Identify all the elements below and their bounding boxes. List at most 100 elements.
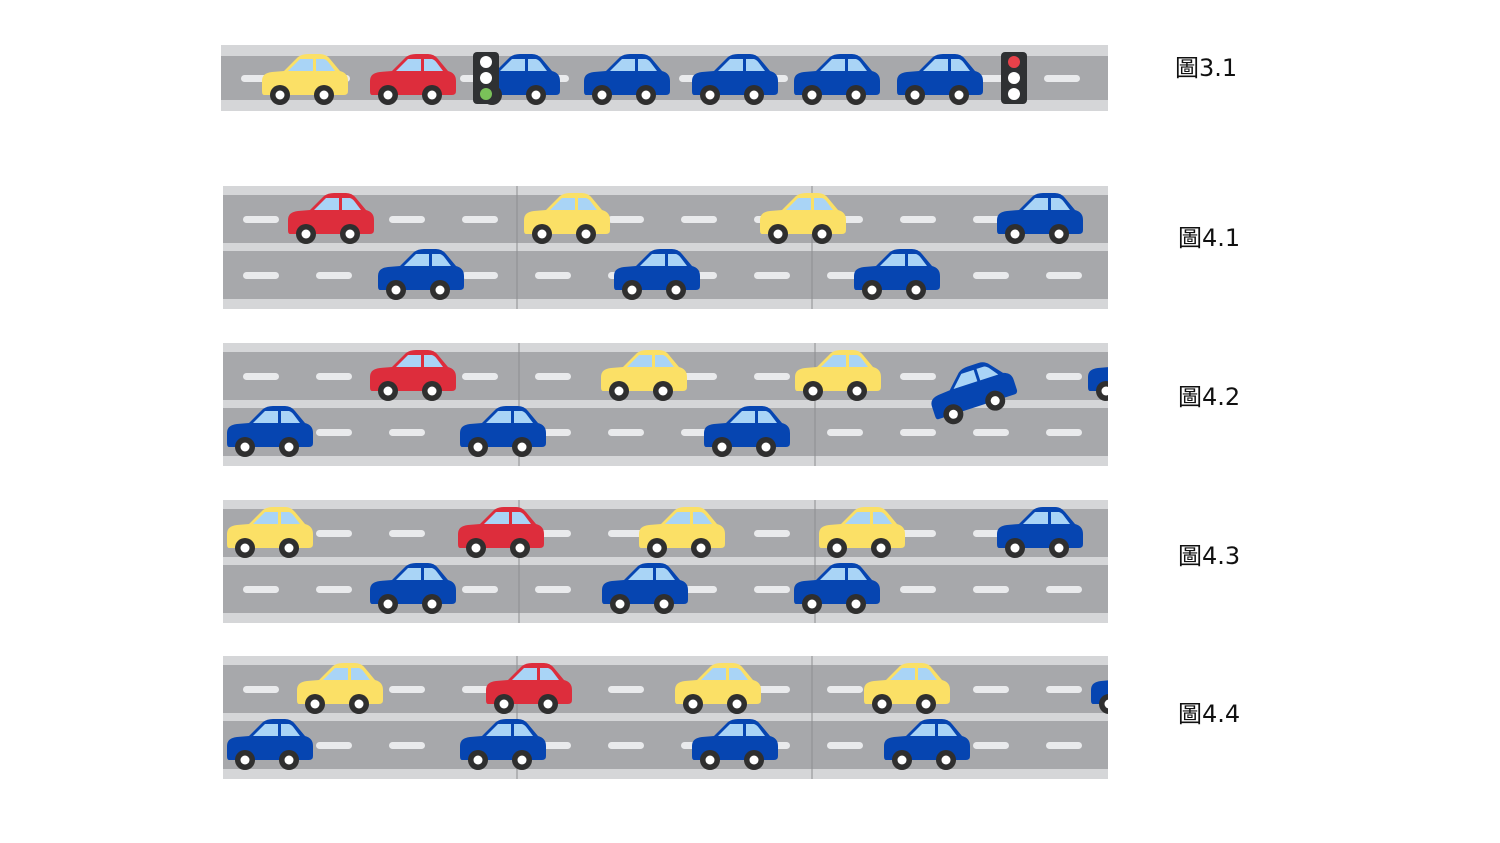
- car-red: [458, 507, 544, 558]
- cars: [288, 193, 1083, 300]
- car-blue: [1088, 367, 1108, 401]
- car-blue: [1091, 680, 1108, 714]
- road-figure-4: [223, 500, 1108, 623]
- figure-label: 圖3.1: [1175, 54, 1238, 82]
- lane-stripe: [900, 429, 936, 436]
- lane-stripe: [900, 216, 936, 223]
- lane-stripe: [900, 586, 936, 593]
- car-red: [288, 193, 374, 244]
- car-yellow: [601, 350, 687, 401]
- lane-stripe: [827, 429, 863, 436]
- car-blue: [931, 362, 1018, 425]
- lane-stripe: [681, 586, 717, 593]
- car-yellow: [675, 663, 761, 714]
- lane-stripe: [827, 686, 863, 693]
- lane-stripe: [1046, 373, 1082, 380]
- road-figure-2: [223, 186, 1108, 309]
- lane-stripe: [754, 272, 790, 279]
- lane-stripe: [389, 429, 425, 436]
- car-yellow: [639, 507, 725, 558]
- lane-stripe: [316, 429, 352, 436]
- car-blue: [897, 54, 983, 105]
- lane-stripe: [316, 742, 352, 749]
- lane-stripe: [389, 686, 425, 693]
- car-red: [370, 54, 456, 105]
- cars: [262, 54, 983, 105]
- traffic-light-red-icon: [1001, 52, 1027, 104]
- lane-stripe: [973, 272, 1009, 279]
- car-blue: [692, 54, 778, 105]
- lane-stripe: [608, 742, 644, 749]
- lane-stripe: [316, 373, 352, 380]
- car-yellow: [760, 193, 846, 244]
- car-yellow: [297, 663, 383, 714]
- lane-stripe: [754, 373, 790, 380]
- car-blue: [227, 406, 313, 457]
- car-blue: [794, 563, 880, 614]
- road-figure-5: [223, 656, 1108, 779]
- lane-stripe: [316, 272, 352, 279]
- car-blue: [227, 719, 313, 770]
- car-blue: [378, 249, 464, 300]
- lane-stripe: [754, 686, 790, 693]
- lane-stripe: [535, 272, 571, 279]
- lane-stripe: [973, 686, 1009, 693]
- car-blue: [884, 719, 970, 770]
- cars: [227, 663, 1108, 770]
- car-blue: [704, 406, 790, 457]
- lane-stripe: [535, 373, 571, 380]
- lane-stripe: [462, 216, 498, 223]
- lane-stripe: [243, 586, 279, 593]
- lane-stripe: [1046, 686, 1082, 693]
- car-yellow: [819, 507, 905, 558]
- lane-stripe: [608, 686, 644, 693]
- lane-stripe: [900, 530, 936, 537]
- lane-stripe: [681, 216, 717, 223]
- lane-stripe: [535, 586, 571, 593]
- lane-stripe: [973, 429, 1009, 436]
- figure-label: 圖4.4: [1178, 700, 1241, 728]
- lane-stripe: [243, 686, 279, 693]
- lane-stripe: [754, 530, 790, 537]
- lane-stripe: [608, 429, 644, 436]
- traffic-light-green-icon: [473, 52, 499, 104]
- figure-label: 圖4.2: [1178, 383, 1241, 411]
- lane-stripe: [973, 586, 1009, 593]
- car-blue: [997, 507, 1083, 558]
- car-yellow: [864, 663, 950, 714]
- lane-stripe: [608, 530, 644, 537]
- car-red: [486, 663, 572, 714]
- figure-label: 圖4.3: [1178, 542, 1241, 570]
- lane-stripe: [1046, 429, 1082, 436]
- lane-stripe: [389, 742, 425, 749]
- lane-stripe: [389, 216, 425, 223]
- car-yellow: [524, 193, 610, 244]
- lane-stripe: [827, 742, 863, 749]
- lane-stripe: [1046, 742, 1082, 749]
- car-blue: [997, 193, 1083, 244]
- road-figure-3: [223, 343, 1108, 466]
- car-blue: [602, 563, 688, 614]
- lane-stripe: [1046, 586, 1082, 593]
- lane-stripe: [1046, 272, 1082, 279]
- lane-stripe: [243, 272, 279, 279]
- car-blue: [854, 249, 940, 300]
- car-blue: [692, 719, 778, 770]
- lane-stripe: [243, 216, 279, 223]
- car-red: [370, 350, 456, 401]
- cars: [227, 507, 1083, 614]
- car-yellow: [262, 54, 348, 105]
- road-figure-1: [221, 45, 1108, 111]
- figure-label: 圖4.1: [1178, 224, 1241, 252]
- lane-stripe: [462, 373, 498, 380]
- car-blue: [460, 719, 546, 770]
- cars: [227, 350, 1108, 457]
- lane-stripe: [900, 373, 936, 380]
- lane-stripe: [681, 373, 717, 380]
- lane-stripe: [754, 586, 790, 593]
- car-blue: [614, 249, 700, 300]
- car-blue: [584, 54, 670, 105]
- lane-stripe: [973, 742, 1009, 749]
- lane-stripe: [608, 216, 644, 223]
